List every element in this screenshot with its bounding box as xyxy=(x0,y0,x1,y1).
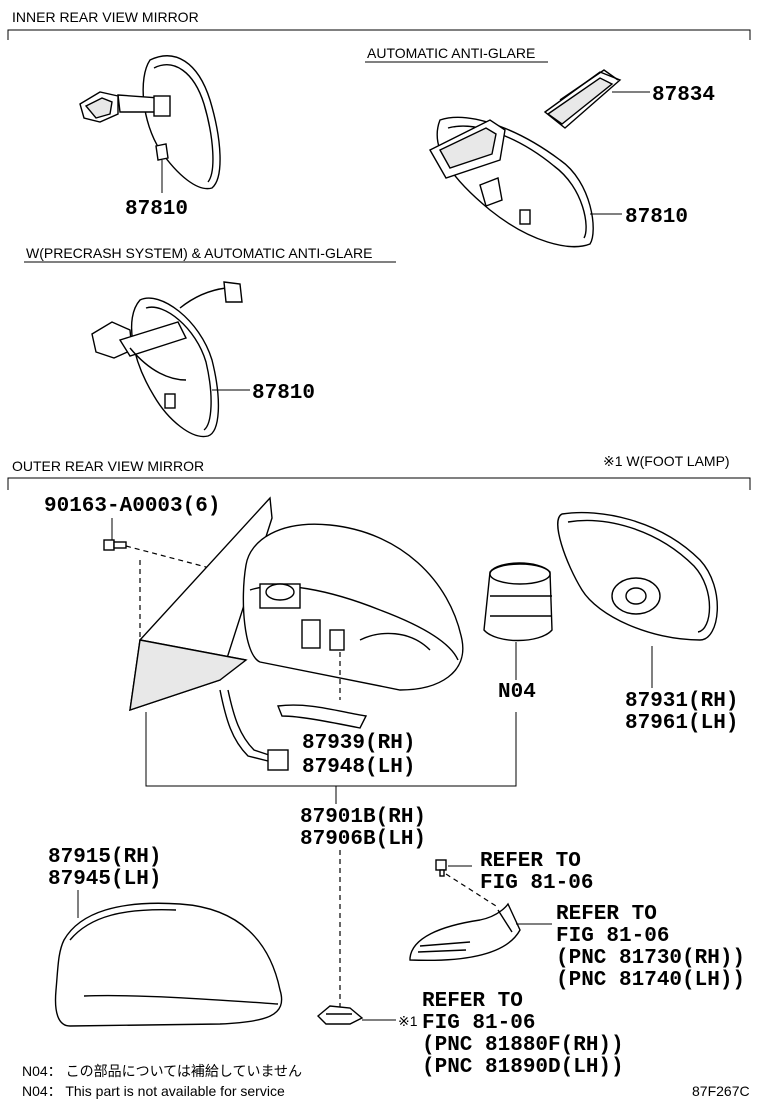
part-number-87931-rh: 87931(RH) xyxy=(625,690,738,713)
part-number-87810-auto: 87810 xyxy=(625,206,688,229)
dashed-line-turn-lamp-screw xyxy=(445,873,497,907)
refer-to-2-pnc-rh: (PNC 81730(RH)) xyxy=(556,947,745,970)
part-number-87939-rh: 87939(RH) xyxy=(302,732,415,755)
refer-to-3-pnc-lh: (PNC 81890D(LH)) xyxy=(422,1056,624,1079)
outer-mirror-housing-87901b-drawing xyxy=(129,496,464,712)
section-title-outer-rear-view-mirror: OUTER REAR VIEW MIRROR xyxy=(12,458,204,474)
dashed-line-screw-a xyxy=(125,545,249,579)
inner-mirror-basic-drawing xyxy=(79,55,221,190)
subsection-title-precrash: W(PRECRASH SYSTEM) & AUTOMATIC ANTI-GLAR… xyxy=(26,245,372,261)
mirror-glass-87931-drawing xyxy=(557,511,719,641)
foot-lamp-mark: ※1 xyxy=(398,1013,418,1029)
mirror-harness-drawing xyxy=(219,689,289,771)
bracket-assembly-87901b xyxy=(145,712,517,787)
mirror-base-cover-87939-drawing xyxy=(277,704,368,729)
figure-code: 87F267C xyxy=(692,1083,750,1099)
foot-lamp-drawing xyxy=(316,1005,364,1025)
part-number-87961-lh: 87961(LH) xyxy=(625,712,738,735)
refer-to-2-line1: REFER TO xyxy=(556,903,657,926)
mirror-cover-87915-drawing xyxy=(54,902,283,1027)
refer-to-3-line1: REFER TO xyxy=(422,990,523,1013)
subsection-title-automatic-anti-glare: AUTOMATIC ANTI-GLARE xyxy=(367,45,535,61)
refer-to-3-line2: FIG 81-06 xyxy=(422,1012,535,1035)
inner-mirror-precrash-drawing xyxy=(91,281,243,438)
refer-to-3-pnc-rh: (PNC 81880F(RH)) xyxy=(422,1034,624,1057)
part-number-87810-precrash: 87810 xyxy=(252,382,315,405)
footnote-n04-english: N04： This part is not available for serv… xyxy=(22,1083,285,1099)
refer-to-2-pnc-lh: (PNC 81740(LH)) xyxy=(556,969,745,992)
part-number-87834: 87834 xyxy=(652,84,715,107)
screw-90163-drawing xyxy=(103,539,127,551)
part-number-87945-lh: 87945(LH) xyxy=(48,868,161,891)
section-frame-outer xyxy=(7,477,751,490)
refer-to-2-line2: FIG 81-06 xyxy=(556,925,669,948)
part-number-87810-basic: 87810 xyxy=(125,198,188,221)
footnote-n04-japanese: N04： この部品については補給していません xyxy=(22,1063,302,1079)
turn-lamp-screw-drawing xyxy=(435,859,447,877)
part-number-87948-lh: 87948(LH) xyxy=(302,756,415,779)
part-number-87901b-rh: 87901B(RH) xyxy=(300,806,426,829)
section-frame-inner xyxy=(7,29,751,40)
refer-to-1-line2: FIG 81-06 xyxy=(480,872,593,895)
turn-signal-lamp-drawing xyxy=(409,902,521,962)
motor-n04-drawing xyxy=(483,562,553,642)
part-label-n04: N04 xyxy=(498,681,536,704)
refer-to-1-line1: REFER TO xyxy=(480,850,581,873)
part-number-screw-90163: 90163-A0003(6) xyxy=(44,495,220,518)
section-title-inner-rear-view-mirror: INNER REAR VIEW MIRROR xyxy=(12,9,199,25)
foot-lamp-note: ※1 W(FOOT LAMP) xyxy=(603,453,730,469)
part-number-87906b-lh: 87906B(LH) xyxy=(300,828,426,851)
mirror-cover-87834-drawing xyxy=(543,69,622,129)
part-number-87915-rh: 87915(RH) xyxy=(48,846,161,869)
inner-mirror-auto-anti-glare-drawing xyxy=(429,116,594,248)
